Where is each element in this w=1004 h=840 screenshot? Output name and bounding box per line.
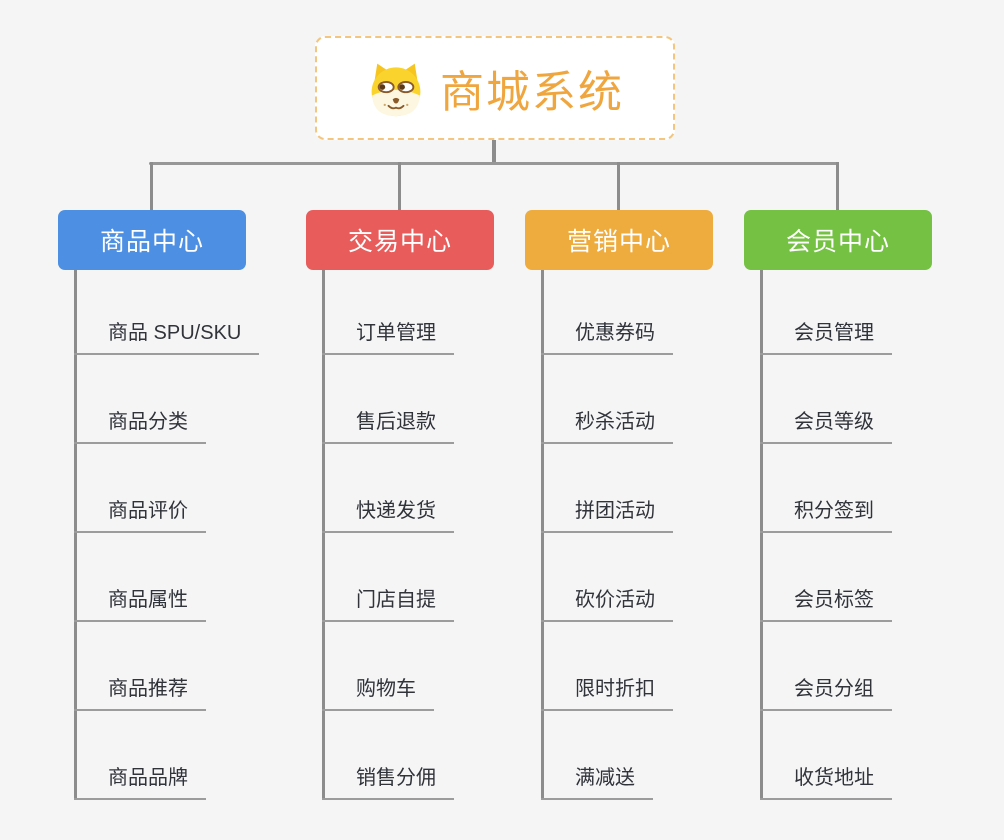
leaf-node[interactable]: 满减送 bbox=[541, 761, 653, 800]
branch-column: 交易中心 订单管理 售后退款 快递发货 门店自提 购物车 销售分佣 bbox=[306, 162, 531, 800]
leaf-node[interactable]: 砍价活动 bbox=[541, 583, 673, 622]
leaf-row: 会员管理 bbox=[760, 270, 970, 355]
branch-node[interactable]: 商品中心 bbox=[58, 210, 246, 270]
leaf-node[interactable]: 商品评价 bbox=[74, 494, 206, 533]
leaf-node[interactable]: 商品分类 bbox=[74, 405, 206, 444]
leaf-node[interactable]: 购物车 bbox=[322, 672, 434, 711]
leaf-row: 优惠券码 bbox=[541, 270, 751, 355]
leaf-row: 秒杀活动 bbox=[541, 355, 751, 444]
leaf-node[interactable]: 优惠券码 bbox=[541, 316, 673, 355]
leaf-row: 砍价活动 bbox=[541, 533, 751, 622]
leaf-row: 商品推荐 bbox=[74, 622, 284, 711]
leaf-node[interactable]: 销售分佣 bbox=[322, 761, 454, 800]
branches-container: 商品中心 商品 SPU/SKU 商品分类 商品评价 商品属性 商品推荐 商品品牌… bbox=[0, 162, 1004, 840]
leaf-row: 商品品牌 bbox=[74, 711, 284, 800]
leaf-row: 销售分佣 bbox=[322, 711, 532, 800]
leaf-row: 商品 SPU/SKU bbox=[74, 270, 284, 355]
leaf-node[interactable]: 会员分组 bbox=[760, 672, 892, 711]
leaf-row: 会员分组 bbox=[760, 622, 970, 711]
leaf-row: 商品分类 bbox=[74, 355, 284, 444]
branch-node[interactable]: 营销中心 bbox=[525, 210, 713, 270]
branch-trunk-connector bbox=[541, 270, 544, 800]
root-node-title: 商城系统 bbox=[440, 68, 624, 117]
dog-face-icon bbox=[366, 58, 426, 118]
leaf-node[interactable]: 收货地址 bbox=[760, 761, 892, 800]
branch-drop-connector bbox=[836, 162, 839, 210]
branch-drop-connector bbox=[150, 162, 153, 210]
branch-column: 商品中心 商品 SPU/SKU 商品分类 商品评价 商品属性 商品推荐 商品品牌 bbox=[58, 162, 283, 800]
branch-drop-connector bbox=[398, 162, 401, 210]
branch-drop-connector bbox=[617, 162, 620, 210]
leaf-node[interactable]: 会员管理 bbox=[760, 316, 892, 355]
leaf-row: 积分签到 bbox=[760, 444, 970, 533]
leaf-list: 商品 SPU/SKU 商品分类 商品评价 商品属性 商品推荐 商品品牌 bbox=[74, 270, 284, 800]
leaf-node[interactable]: 商品推荐 bbox=[74, 672, 206, 711]
leaf-row: 会员等级 bbox=[760, 355, 970, 444]
branch-column: 营销中心 优惠券码 秒杀活动 拼团活动 砍价活动 限时折扣 满减送 bbox=[525, 162, 750, 800]
leaf-node[interactable]: 商品属性 bbox=[74, 583, 206, 622]
leaf-node[interactable]: 会员等级 bbox=[760, 405, 892, 444]
leaf-row: 订单管理 bbox=[322, 270, 532, 355]
leaf-node[interactable]: 拼团活动 bbox=[541, 494, 673, 533]
leaf-row: 拼团活动 bbox=[541, 444, 751, 533]
root-stem-connector bbox=[492, 139, 496, 165]
branch-trunk-connector bbox=[322, 270, 325, 800]
leaf-row: 商品评价 bbox=[74, 444, 284, 533]
leaf-list: 订单管理 售后退款 快递发货 门店自提 购物车 销售分佣 bbox=[322, 270, 532, 800]
branch-rail-connector bbox=[149, 162, 839, 165]
leaf-row: 满减送 bbox=[541, 711, 751, 800]
leaf-row: 限时折扣 bbox=[541, 622, 751, 711]
root-node[interactable]: 商城系统 bbox=[315, 36, 675, 140]
leaf-node[interactable]: 会员标签 bbox=[760, 583, 892, 622]
leaf-node[interactable]: 售后退款 bbox=[322, 405, 454, 444]
leaf-node[interactable]: 积分签到 bbox=[760, 494, 892, 533]
branch-node[interactable]: 会员中心 bbox=[744, 210, 932, 270]
leaf-row: 快递发货 bbox=[322, 444, 532, 533]
leaf-node[interactable]: 快递发货 bbox=[322, 494, 454, 533]
leaf-node[interactable]: 门店自提 bbox=[322, 583, 454, 622]
leaf-row: 收货地址 bbox=[760, 711, 970, 800]
branch-node[interactable]: 交易中心 bbox=[306, 210, 494, 270]
leaf-row: 会员标签 bbox=[760, 533, 970, 622]
leaf-row: 售后退款 bbox=[322, 355, 532, 444]
branch-trunk-connector bbox=[74, 270, 77, 800]
leaf-row: 门店自提 bbox=[322, 533, 532, 622]
leaf-list: 优惠券码 秒杀活动 拼团活动 砍价活动 限时折扣 满减送 bbox=[541, 270, 751, 800]
leaf-row: 购物车 bbox=[322, 622, 532, 711]
branch-trunk-connector bbox=[760, 270, 763, 800]
leaf-row: 商品属性 bbox=[74, 533, 284, 622]
leaf-node[interactable]: 商品品牌 bbox=[74, 761, 206, 800]
leaf-node[interactable]: 商品 SPU/SKU bbox=[74, 316, 260, 355]
leaf-node[interactable]: 秒杀活动 bbox=[541, 405, 673, 444]
branch-column: 会员中心 会员管理 会员等级 积分签到 会员标签 会员分组 收货地址 bbox=[744, 162, 969, 800]
leaf-node[interactable]: 限时折扣 bbox=[541, 672, 673, 711]
leaf-node[interactable]: 订单管理 bbox=[322, 316, 454, 355]
leaf-list: 会员管理 会员等级 积分签到 会员标签 会员分组 收货地址 bbox=[760, 270, 970, 800]
